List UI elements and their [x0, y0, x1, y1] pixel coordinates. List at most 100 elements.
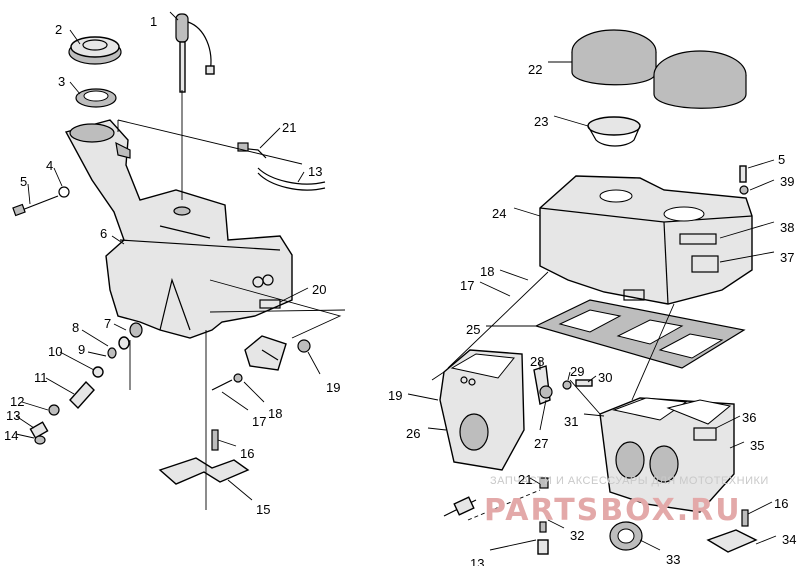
callout-number: 1 [150, 14, 157, 29]
filter-boot [587, 116, 641, 147]
callout-number: 31 [564, 414, 578, 429]
callout-leader [217, 439, 237, 447]
callout-number: 34 [782, 532, 796, 547]
callout-number: 38 [780, 220, 794, 235]
callout-number: 32 [570, 528, 584, 543]
callout-leader [547, 519, 565, 529]
callout-leader [297, 171, 305, 183]
watermark: ЗАПЧАСТИ И АКСЕССУАРЫ ДЛЯ МОТОТЕХНИКИ PA… [484, 475, 769, 528]
callout-number: 7 [104, 316, 111, 331]
callout-number: 28 [530, 354, 544, 369]
callout-number: 17 [460, 278, 474, 293]
callout-leader [529, 477, 541, 485]
callout-leader [111, 235, 125, 245]
mount-bracket [158, 429, 250, 485]
callout-leader [259, 127, 281, 149]
oil-tank-assembly [12, 13, 346, 510]
callout-leader [113, 323, 127, 331]
left-intake-box [439, 349, 525, 471]
callout-number: 12 [10, 394, 24, 409]
watermark-tagline: ЗАПЧАСТИ И АКСЕССУАРЫ ДЛЯ МОТОТЕХНИКИ [490, 475, 769, 487]
callout-leader [639, 539, 661, 551]
callout-leader [307, 351, 321, 375]
callout-leader [719, 221, 775, 239]
callout-number: 26 [406, 426, 420, 441]
callout-leader [499, 269, 529, 281]
oil-tank-body [64, 119, 293, 339]
callout-leader [583, 413, 605, 417]
callout-number: 33 [666, 552, 680, 566]
filler-cap [68, 36, 122, 65]
callout-leader [69, 81, 81, 95]
callout-number: 16 [774, 496, 788, 511]
callout-leader [81, 329, 109, 347]
callout-number: 27 [534, 436, 548, 451]
callout-leader [553, 115, 589, 127]
callout-number: 11 [34, 370, 48, 385]
airbox-assembly [431, 29, 758, 555]
callout-number: 13 [470, 556, 484, 566]
boot-bracket [706, 509, 758, 553]
callout-number: 23 [534, 114, 548, 129]
callout-leader [21, 401, 49, 411]
callout-number: 2 [55, 22, 62, 37]
intake-bolt [562, 379, 593, 390]
callout-leader [15, 433, 35, 439]
callout-number: 10 [48, 344, 62, 359]
callout-number: 15 [256, 502, 270, 517]
callout-leader [227, 479, 253, 501]
callout-number: 25 [466, 322, 480, 337]
callout-leader [587, 375, 597, 383]
callout-number: 35 [750, 438, 764, 453]
callout-leader [15, 415, 35, 429]
intake-boot [609, 521, 643, 551]
callout-leader [427, 427, 447, 431]
callout-number: 29 [570, 364, 584, 379]
callout-number: 21 [518, 472, 532, 487]
callout-leader [747, 159, 775, 169]
callout-number: 16 [240, 446, 254, 461]
intake-bracket [533, 365, 553, 405]
cap-gasket [75, 88, 117, 108]
callout-leader [539, 399, 547, 431]
callout-labels: 1234567891011121314161517181920211322235… [4, 11, 796, 566]
callout-number: 24 [492, 206, 506, 221]
right-intake-box [599, 397, 735, 513]
callout-leader [69, 29, 81, 45]
callout-number: 19 [388, 388, 402, 403]
callout-leader [53, 167, 63, 187]
callout-number: 19 [326, 380, 340, 395]
callout-leader [489, 539, 537, 551]
callout-leader [59, 351, 95, 371]
watermark-logo: PARTSBOX.RU [484, 493, 742, 528]
callout-leader [567, 371, 571, 381]
callout-number: 36 [742, 410, 756, 425]
callout-number: 13 [6, 408, 20, 423]
callout-number: 17 [252, 414, 266, 429]
foam-filter [571, 29, 747, 109]
vent-hose [237, 142, 326, 191]
callout-number: 5 [778, 152, 785, 167]
callout-number: 6 [100, 226, 107, 241]
callout-leader [27, 183, 31, 205]
callout-number: 3 [58, 74, 65, 89]
callout-number: 21 [282, 120, 296, 135]
check-valve [211, 335, 311, 391]
drain-fittings [443, 477, 549, 555]
callout-leader [169, 11, 179, 21]
callout-number: 22 [528, 62, 542, 77]
callout-number: 4 [46, 158, 53, 173]
callout-number: 18 [480, 264, 494, 279]
callout-number: 9 [78, 342, 85, 357]
lid-screw [739, 165, 749, 195]
callout-number: 5 [20, 174, 27, 189]
callout-number: 13 [308, 164, 322, 179]
callout-leader [715, 415, 741, 429]
callout-leader [747, 501, 773, 515]
callout-number: 30 [598, 370, 612, 385]
airbox-lid [539, 175, 753, 305]
callout-leader [87, 351, 107, 357]
callout-leader [755, 535, 777, 545]
callout-leader [279, 287, 309, 303]
tank-mount-bolt [12, 186, 70, 217]
